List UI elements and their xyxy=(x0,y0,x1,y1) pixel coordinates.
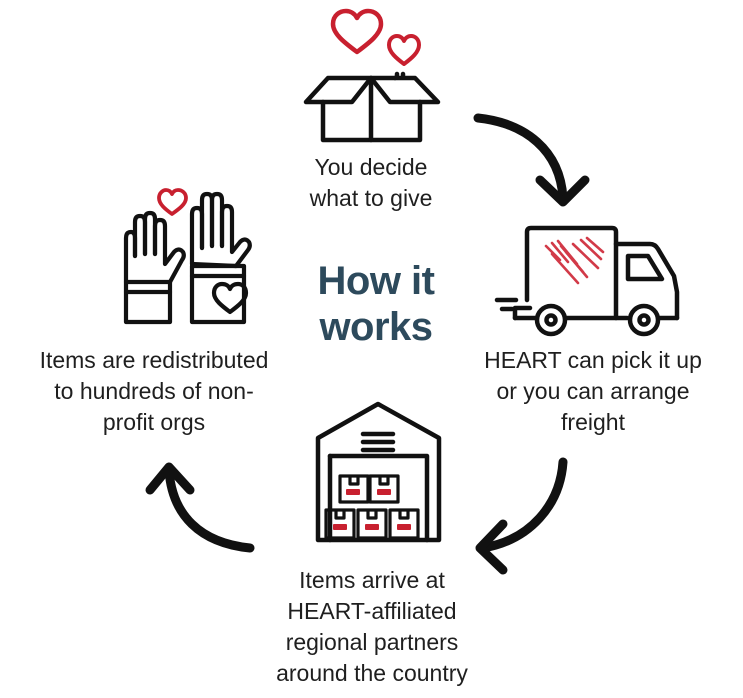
arrow-warehouse-to-hands xyxy=(145,462,255,553)
warehouse-icon xyxy=(315,401,442,543)
arrow-box-to-truck xyxy=(473,113,590,207)
arrow-truck-to-warehouse xyxy=(475,457,568,575)
step-you-decide: You decide what to give xyxy=(309,154,433,211)
step-redistributed: Items are redistributed to hundreds of n… xyxy=(39,347,269,435)
step-items-arrive: Items arrive at HEART-affiliated regiona… xyxy=(276,567,468,686)
raised-hands-heart-icon xyxy=(123,188,252,325)
step-heart-pickup: HEART can pick it up or you can arrange … xyxy=(484,347,702,435)
diagram-title: How it works xyxy=(317,259,435,349)
open-box-hearts-icon xyxy=(303,8,441,143)
delivery-truck-icon xyxy=(494,225,680,337)
